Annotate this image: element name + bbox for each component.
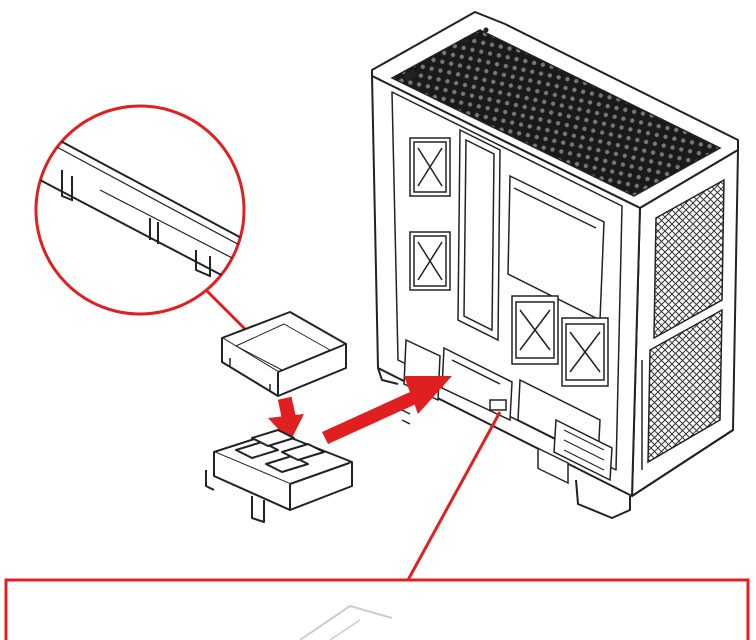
insert-arrow bbox=[322, 376, 452, 444]
hard-drive bbox=[221, 311, 347, 397]
case-interior bbox=[401, 128, 609, 485]
front-panel-vents bbox=[641, 178, 725, 470]
top-io-buttons bbox=[403, 27, 489, 82]
drive-tray bbox=[205, 429, 353, 523]
top-mesh-panel bbox=[390, 29, 722, 197]
down-arrow bbox=[268, 396, 304, 442]
zoom-callout-circle bbox=[34, 104, 248, 332]
detail-leader-line bbox=[406, 411, 502, 581]
detail-callout-box bbox=[4, 578, 750, 640]
rear-ports bbox=[553, 418, 613, 482]
leader-target bbox=[489, 399, 507, 411]
